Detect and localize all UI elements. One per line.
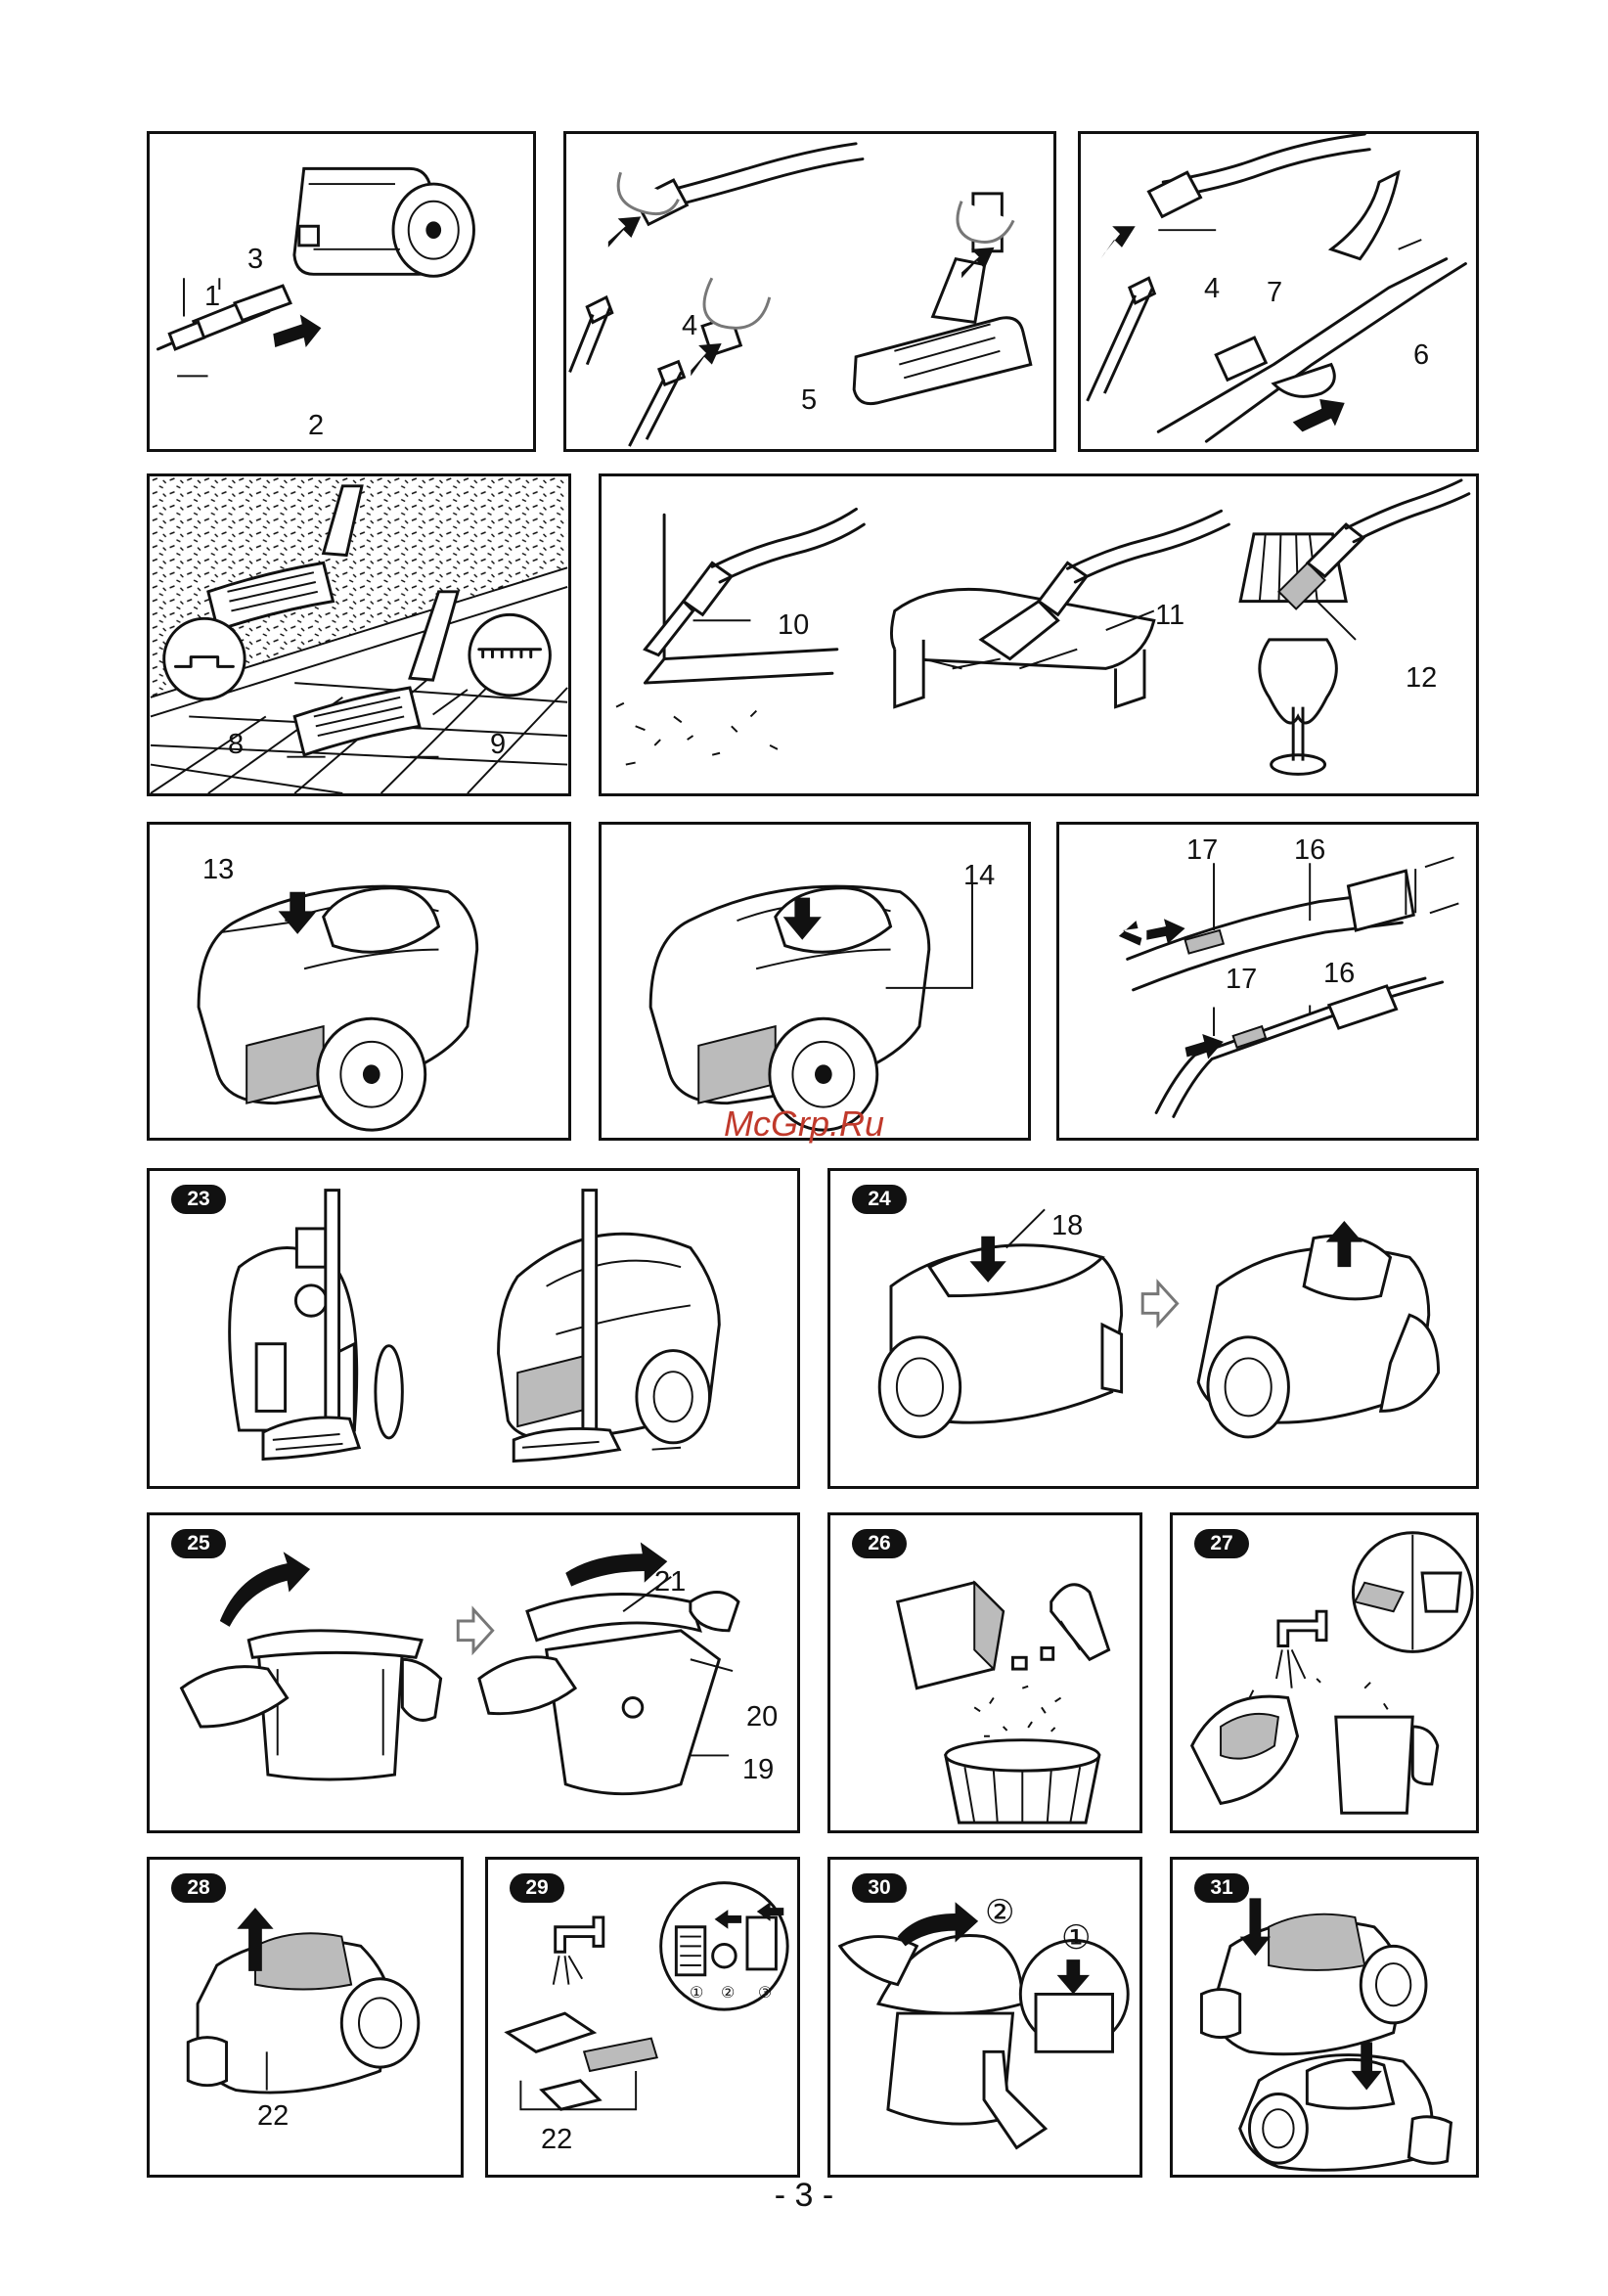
remove-filter-illustration bbox=[150, 1860, 461, 2175]
wash-container-illustration bbox=[1173, 1515, 1476, 1830]
step-1: ① bbox=[690, 1983, 703, 2003]
label-9: 9 bbox=[490, 729, 506, 761]
label-21: 21 bbox=[654, 1566, 686, 1598]
figure-panel-27: 27 bbox=[1170, 1512, 1479, 1833]
label-5: 5 bbox=[801, 384, 817, 417]
label-6: 6 bbox=[1413, 339, 1429, 372]
figure-panel-30: 30 ② ① bbox=[827, 1857, 1142, 2178]
label-10: 10 bbox=[778, 609, 809, 642]
figure-panel-1: 1 2 3 bbox=[147, 131, 536, 452]
filter-disposal-illustration bbox=[830, 1515, 1139, 1830]
figure-panel-25: 25 21 20 19 bbox=[147, 1512, 800, 1833]
suction-control-illustration bbox=[1059, 825, 1476, 1138]
label-18: 18 bbox=[1051, 1210, 1083, 1242]
figure-panel-8: 17 16 17 16 bbox=[1056, 822, 1479, 1141]
label-2: 2 bbox=[308, 410, 324, 442]
label-14: 14 bbox=[963, 860, 995, 892]
step-3: ③ bbox=[758, 1983, 772, 2003]
label-12: 12 bbox=[1406, 662, 1437, 695]
label-4b: 4 bbox=[1204, 273, 1220, 305]
figure-panel-29: 29 22 ① ② ③ bbox=[485, 1857, 800, 2178]
accessory-nozzles-illustration bbox=[602, 476, 1476, 793]
figure-panel-24: 24 18 bbox=[827, 1168, 1479, 1489]
empty-dust-container-illustration bbox=[150, 1515, 797, 1830]
label-19: 19 bbox=[742, 1754, 774, 1786]
figure-panel-5: 10 11 12 bbox=[599, 473, 1479, 796]
label-4: 4 bbox=[682, 310, 697, 342]
label-8: 8 bbox=[228, 729, 244, 761]
storage-position-illustration bbox=[150, 1171, 797, 1486]
wash-filter-illustration bbox=[488, 1860, 797, 2175]
label-22a: 22 bbox=[257, 2100, 289, 2133]
label-11: 11 bbox=[1155, 600, 1184, 632]
figure-panel-2: 4 5 bbox=[563, 131, 1056, 452]
reinstall-container-illustration bbox=[1173, 1860, 1476, 2175]
label-16a: 16 bbox=[1294, 834, 1325, 867]
figure-panel-31: 31 bbox=[1170, 1857, 1479, 2178]
water-tap-icon bbox=[1278, 1611, 1326, 1645]
figure-panel-23: 23 bbox=[147, 1168, 800, 1489]
figure-panel-26: 26 bbox=[827, 1512, 1142, 1833]
step-2: ② bbox=[721, 1983, 735, 2003]
watermark: McGrp.Ru bbox=[0, 1103, 1608, 1145]
figure-panel-3: 4 6 7 bbox=[1078, 131, 1479, 452]
dust-container-release-illustration bbox=[830, 1171, 1476, 1486]
figure-panel-7: 14 bbox=[599, 822, 1031, 1141]
label-1: 1 bbox=[204, 281, 220, 313]
figure-panel-6: 13 bbox=[147, 822, 571, 1141]
step-2b: ② bbox=[985, 1893, 1014, 1932]
figure-panel-4: 8 9 bbox=[147, 473, 571, 796]
label-20: 20 bbox=[746, 1701, 778, 1733]
label-7: 7 bbox=[1267, 277, 1282, 309]
label-3: 3 bbox=[247, 244, 263, 276]
page-number: - 3 - bbox=[0, 2177, 1608, 2215]
step-1b: ① bbox=[1061, 1918, 1091, 1958]
figure-panel-28: 28 22 bbox=[147, 1857, 464, 2178]
label-13: 13 bbox=[202, 854, 234, 886]
label-16b: 16 bbox=[1323, 958, 1355, 990]
label-22b: 22 bbox=[541, 2124, 572, 2156]
label-17b: 17 bbox=[1226, 964, 1257, 996]
label-17a: 17 bbox=[1186, 834, 1218, 867]
